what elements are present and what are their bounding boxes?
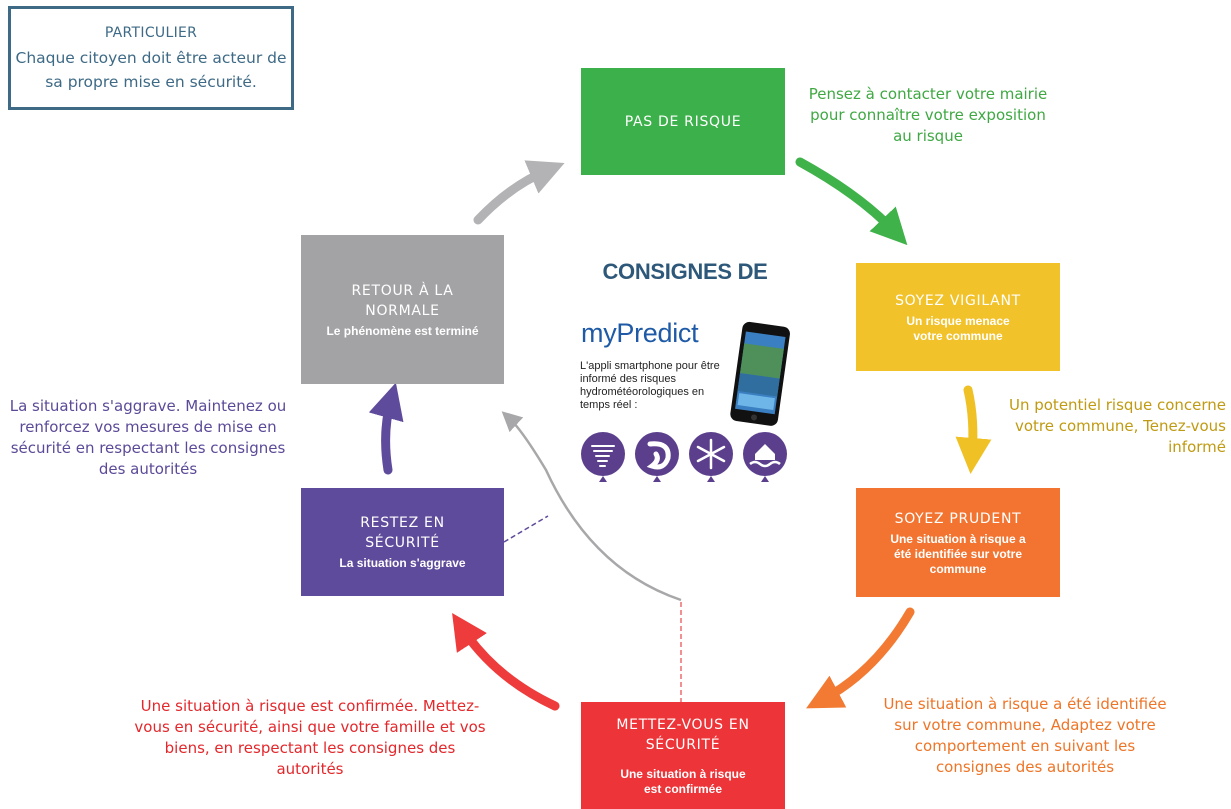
step-title: METTEZ-VOUS EN SÉCURITÉ <box>616 716 750 753</box>
connector-purple-dashed <box>503 515 549 543</box>
step-title: SOYEZ PRUDENT <box>894 510 1022 527</box>
step-title: SOYEZ VIGILANT <box>895 292 1021 309</box>
smartphone-icon <box>730 321 790 426</box>
step-soyez-vigilant: SOYEZ VIGILANT Un risque menace votre co… <box>856 263 1060 371</box>
arrow-purple-to-gray <box>368 382 404 475</box>
step-soyez-prudent: SOYEZ PRUDENT Une situation à risque a é… <box>856 488 1060 597</box>
intro-text: Chaque citoyen doit être acteur de sa pr… <box>15 49 287 91</box>
step-subtitle: Une situation à risque est confirmée <box>620 766 746 796</box>
note-pas-de-risque: Pensez à contacter votre mairie pour con… <box>808 85 1048 145</box>
hazard-icons <box>581 432 787 482</box>
app-brand: myPredict <box>581 318 699 348</box>
arrow-gray-to-green <box>473 160 565 225</box>
arrow-red-to-gray <box>501 411 682 602</box>
step-title: PAS DE RISQUE <box>624 113 742 130</box>
arrow-red-to-purple <box>452 612 560 711</box>
arrow-orange-to-red <box>806 607 915 709</box>
storm-icon <box>635 432 679 482</box>
center-title: CONSIGNES DE <box>602 259 768 284</box>
intro-heading: PARTICULIER <box>104 25 198 41</box>
note-soyez-prudent: Une situation à risque a été identifiée … <box>883 695 1167 776</box>
step-title: RETOUR À LA NORMALE <box>351 282 454 319</box>
tornado-icon <box>581 432 625 482</box>
step-restez-en-securite: RESTEZ EN SÉCURITÉ La situation s'aggrav… <box>301 488 504 596</box>
step-mettez-vous-en-securite: METTEZ-VOUS EN SÉCURITÉ Une situation à … <box>581 702 785 809</box>
step-retour-a-la-normale: RETOUR À LA NORMALE Le phénomène est ter… <box>301 235 504 384</box>
step-title: RESTEZ EN SÉCURITÉ <box>360 515 445 551</box>
note-mettez-vous-en-securite: Une situation à risque est confirmée. Me… <box>134 697 486 778</box>
app-tagline: L'appli smartphone pour être informé des… <box>580 360 720 411</box>
step-subtitle: Le phénomène est terminé <box>326 323 479 338</box>
note-restez-en-securite: La situation s'aggrave. Maintenez ou ren… <box>9 397 287 478</box>
step-subtitle: La situation s'aggrave <box>339 556 466 570</box>
intro-box: PARTICULIER Chaque citoyen doit être act… <box>8 6 294 110</box>
arrow-yellow-to-orange <box>955 385 992 474</box>
arrow-green-to-yellow <box>795 157 908 246</box>
step-subtitle: Une situation à risque a été identifiée … <box>890 531 1026 576</box>
flood-icon <box>743 432 787 482</box>
note-soyez-vigilant: Un potentiel risque concerne votre commu… <box>1008 396 1226 456</box>
snowflake-icon <box>689 432 733 482</box>
step-pas-de-risque: PAS DE RISQUE <box>581 68 785 175</box>
step-subtitle: Un risque menace votre commune <box>906 313 1010 343</box>
